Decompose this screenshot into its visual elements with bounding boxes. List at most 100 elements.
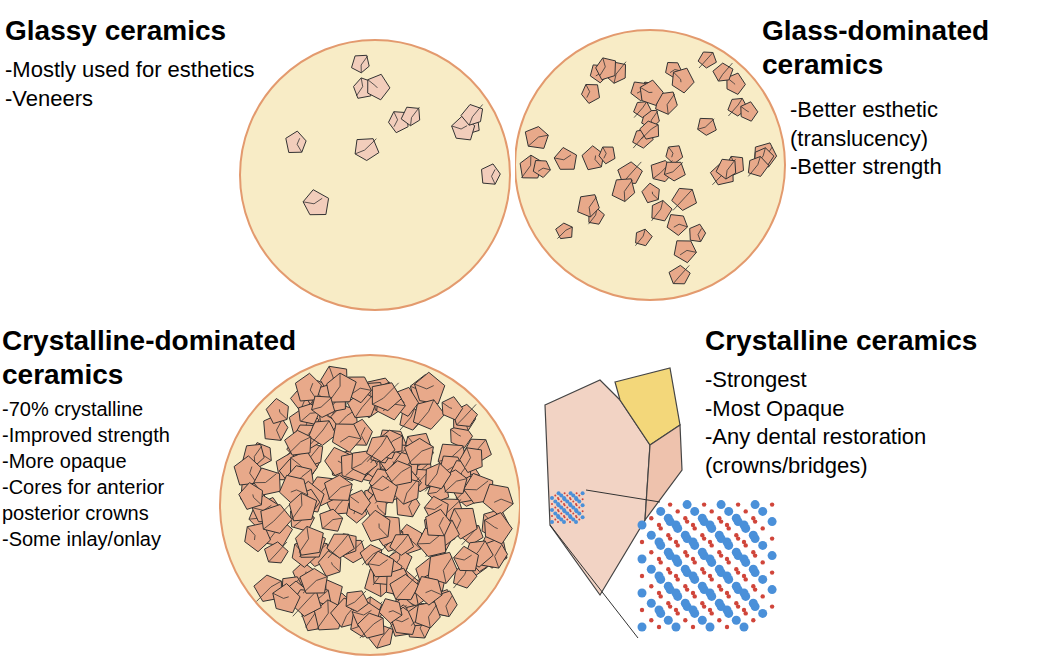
crystal-facet [346, 591, 366, 606]
crystal-facet [748, 157, 760, 177]
lattice-atom [681, 531, 690, 540]
lattice-atom [647, 531, 656, 540]
crystal-facet [424, 504, 442, 509]
lattice-atom [725, 625, 729, 629]
crystal-particle [401, 107, 420, 126]
lattice-atom [708, 574, 712, 578]
lattice-atom [691, 591, 695, 595]
crystal-facet [429, 605, 437, 628]
lattice-atom [768, 585, 777, 594]
lattice-atom [666, 601, 670, 605]
crystal-particle [578, 195, 600, 217]
crystal-facet [389, 611, 402, 615]
crystal-facet [589, 197, 596, 217]
crystal-facet [269, 542, 287, 562]
crystal-particle [634, 102, 652, 118]
crystal-facet [652, 201, 663, 221]
lattice-atom [575, 515, 577, 517]
crystal-facet [635, 229, 645, 246]
lattice-atom [575, 503, 577, 505]
crystal-facet [355, 139, 376, 154]
lattice-atom [770, 536, 774, 540]
crystal-facet [464, 481, 489, 490]
crystal-facet [361, 427, 366, 445]
crystal-facet [469, 105, 482, 126]
lattice-atom [683, 500, 692, 509]
crystal-particle [596, 58, 616, 80]
lattice-atom [655, 572, 664, 581]
crystal-particle [312, 396, 335, 417]
lattice-atom [562, 508, 566, 512]
crystal-facet [718, 63, 732, 81]
lattice-atom [582, 498, 584, 500]
crystal-particle [672, 68, 694, 93]
property-bullet: -Any dental restoration (crowns/bridges) [705, 423, 1035, 480]
lattice-atom [770, 604, 774, 608]
crystal-facet [372, 383, 398, 405]
crystal-particle [690, 224, 706, 241]
lattice-atom [740, 521, 749, 530]
lattice-atom [749, 599, 758, 608]
lattice-atom [578, 495, 580, 497]
microstructure-illustration [0, 0, 515, 320]
crystal-facet [368, 80, 378, 88]
lattice-atom [550, 496, 554, 500]
lattice-atom [717, 584, 721, 588]
glass-matrix [515, 30, 785, 300]
crystal-particle [599, 147, 615, 164]
lattice-atom [683, 584, 687, 588]
lattice-atom [732, 514, 741, 523]
lattice-atom [761, 594, 765, 598]
crystal-particle [483, 484, 513, 515]
lattice-atom [664, 582, 673, 591]
lattice-atom [640, 540, 644, 544]
crystal-facet [557, 227, 572, 239]
crystal-particle [368, 551, 394, 577]
lattice-atom [647, 599, 656, 608]
ceramic-panel: Glassy ceramics-Mostly used for esthetic… [0, 0, 515, 320]
lattice-atom [724, 507, 733, 516]
crystal-facet [411, 107, 420, 126]
crystal-facet [603, 147, 607, 158]
crystal-particle [554, 148, 576, 170]
lattice-atom [674, 540, 678, 544]
crystal-particle [239, 483, 263, 510]
lattice-atom [572, 513, 574, 515]
lattice-atom [691, 557, 695, 561]
crystal-particle [368, 74, 390, 100]
lattice-atom [770, 502, 774, 506]
crystal-facet [425, 463, 440, 488]
crystal-facet [349, 496, 359, 503]
crystal-facet [673, 190, 692, 211]
lattice-atom [578, 507, 580, 509]
lattice-atom [672, 555, 681, 564]
lattice-atom [554, 495, 556, 497]
lattice-atom [700, 601, 704, 605]
crystal-particle [325, 475, 353, 500]
lattice-atom [649, 550, 653, 554]
lattice-atom [649, 618, 653, 622]
lattice-atom [556, 502, 560, 506]
lattice-atom [655, 606, 664, 615]
crystal-particle [748, 157, 768, 177]
crystal-facet [673, 265, 689, 283]
crystal-particle [482, 164, 501, 184]
lattice-atom [563, 503, 565, 505]
crystal-particle [265, 542, 289, 563]
property-bullet: -Better esthetic (translucency) [790, 96, 1035, 153]
crystal-facet [299, 526, 308, 552]
lattice-atom [732, 582, 741, 591]
glass-matrix [220, 355, 520, 655]
crystal-particle [716, 159, 736, 179]
crystal-particle [285, 430, 311, 455]
property-bullet: -Most Opaque [705, 395, 1035, 424]
crystal-particle [556, 223, 573, 239]
lattice-atom [557, 509, 559, 511]
crystal-particle [273, 584, 300, 613]
crystal-particle [320, 509, 343, 531]
lattice-atom [557, 521, 559, 523]
lattice-atom [655, 538, 664, 547]
lattice-atom [717, 550, 721, 554]
lattice-atom [647, 565, 656, 574]
crystal-particle [415, 602, 440, 628]
